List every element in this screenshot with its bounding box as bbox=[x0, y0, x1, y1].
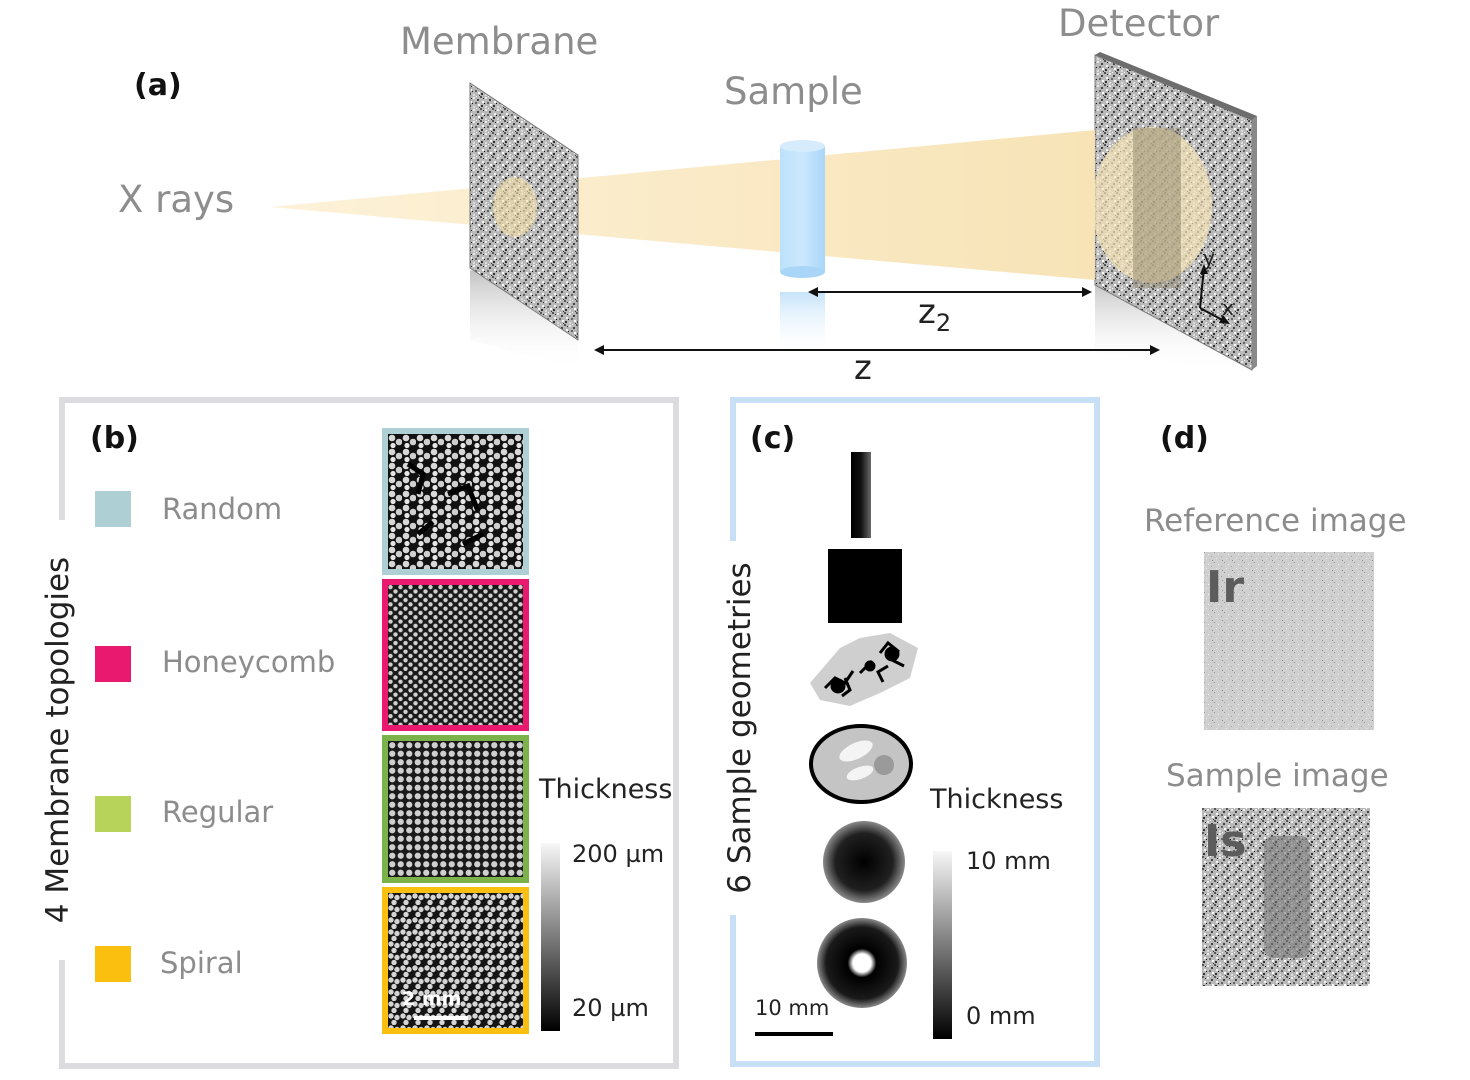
z-label: z bbox=[854, 348, 872, 388]
membrane-label: Membrane bbox=[400, 20, 599, 63]
geometry-bar bbox=[851, 452, 871, 538]
detector-edge bbox=[1095, 52, 1257, 120]
detector-label: Detector bbox=[1058, 2, 1220, 45]
panel-a-tag: (a) bbox=[134, 68, 182, 103]
sample-image-symbol: Is bbox=[1204, 816, 1247, 867]
membrane-thickness-max: 200 µm bbox=[572, 840, 665, 868]
geometry-fractal-pattern bbox=[823, 640, 905, 698]
z2-symbol: z bbox=[918, 292, 936, 332]
detector-beam-spot bbox=[1092, 127, 1212, 283]
membrane-random-image bbox=[382, 428, 529, 575]
membrane-thickness-colorbar bbox=[541, 843, 560, 1031]
membrane-regular-image bbox=[382, 735, 529, 883]
sample-cylinder-top bbox=[780, 140, 825, 152]
swatch-honeycomb bbox=[95, 646, 131, 682]
sample-thickness-min: 0 mm bbox=[966, 1002, 1036, 1030]
xrays-label: X rays bbox=[118, 178, 235, 221]
geometry-phantom bbox=[809, 724, 913, 804]
sample-cylinder-bottom bbox=[780, 266, 825, 278]
setup-illustration bbox=[270, 52, 1257, 372]
reference-image-title: Reference image bbox=[1144, 503, 1407, 539]
xray-beam bbox=[270, 130, 1095, 280]
sample-thickness-max: 10 mm bbox=[966, 847, 1051, 875]
panel-d-tag: (d) bbox=[1160, 421, 1209, 456]
geometry-disk bbox=[823, 821, 905, 903]
panel-b-frame bbox=[59, 397, 679, 1069]
sample-image-title: Sample image bbox=[1166, 758, 1389, 794]
membrane-beam-spot bbox=[493, 177, 537, 237]
sample-geometries bbox=[809, 452, 918, 1008]
membrane-honeycomb-image bbox=[382, 579, 529, 731]
topology-honeycomb-label: Honeycomb bbox=[162, 645, 336, 679]
membrane-spiral-image bbox=[382, 887, 529, 1034]
reference-image bbox=[1204, 552, 1374, 730]
sample-scale-bar bbox=[755, 1032, 833, 1036]
sample-scale-label: 10 mm bbox=[755, 996, 830, 1020]
swatch-regular bbox=[95, 796, 131, 832]
sample-thickness-colorbar bbox=[933, 851, 952, 1039]
topology-regular-label: Regular bbox=[162, 795, 274, 829]
geometry-square bbox=[828, 549, 902, 623]
reference-image-symbol: Ir bbox=[1206, 562, 1245, 613]
axis-y-label: y bbox=[1203, 246, 1215, 270]
sample-cylinder-reflection bbox=[780, 292, 825, 357]
sample-geometries-label: 6 Sample geometries bbox=[718, 541, 762, 915]
z2-subscript: 2 bbox=[935, 308, 952, 337]
sample-label: Sample bbox=[724, 70, 863, 113]
geometry-ring bbox=[817, 918, 907, 1008]
membrane-thickness-title: Thickness bbox=[539, 774, 673, 805]
swatch-random bbox=[95, 491, 131, 527]
panel-b-tag: (b) bbox=[90, 421, 139, 456]
detector-sample-shadow bbox=[1133, 128, 1181, 288]
topology-random-label: Random bbox=[162, 492, 283, 526]
axis-x-label: x bbox=[1222, 296, 1234, 320]
detector-side bbox=[1252, 116, 1257, 370]
membrane-thickness-min: 20 µm bbox=[572, 994, 649, 1022]
panel-c-tag: (c) bbox=[750, 421, 796, 456]
membrane-scale-label: 2 mm bbox=[402, 988, 462, 1010]
z2-label: z2 bbox=[918, 292, 951, 337]
swatch-spiral bbox=[95, 946, 131, 982]
topology-spiral-label: Spiral bbox=[160, 946, 243, 980]
sample-cylinder-body bbox=[780, 146, 825, 272]
axis-y-line bbox=[1199, 267, 1205, 309]
membrane-topologies-label: 4 Membrane topologies bbox=[36, 520, 80, 960]
sample-thickness-title: Thickness bbox=[930, 784, 1064, 815]
sample-image bbox=[1202, 808, 1370, 986]
